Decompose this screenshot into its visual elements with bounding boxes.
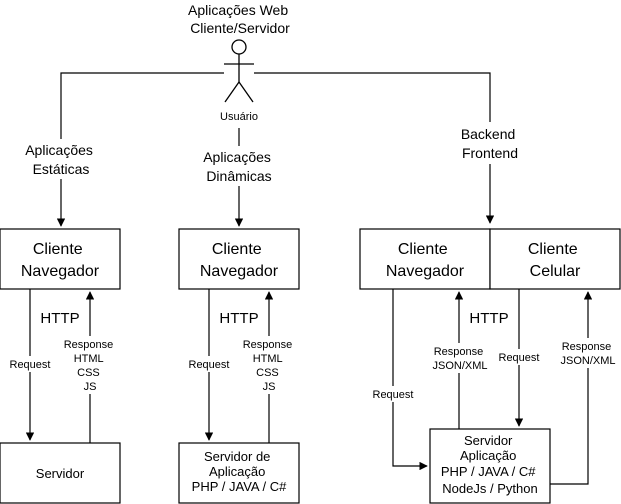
col3-browser-response-label: Response JSON/XML: [432, 346, 487, 372]
col1-client-box: [0, 228, 121, 290]
col3-browser-client-box: [359, 228, 491, 290]
dynamic-apps-label: Aplicações Dinâmicas: [203, 149, 275, 184]
col2-client-label: Cliente Navegador: [200, 241, 279, 280]
backend-frontend-label: Backend Frontend: [461, 126, 519, 161]
col2-response-label: Response HTML CSS JS: [243, 339, 296, 393]
split-label-bg: [455, 122, 525, 164]
col2-server-box: [178, 442, 300, 504]
col3-server-box: [429, 428, 551, 504]
actor-label: Usuário: [220, 111, 258, 123]
col1-request-label: Request: [10, 359, 51, 371]
static-label-bg: [20, 139, 102, 179]
col3-browser-request-label: Request: [373, 389, 414, 401]
col1-server-label: Servidor: [36, 466, 85, 481]
col3-server-label: Servidor Aplicação PHP / JAVA / C# NodeJ…: [441, 433, 539, 496]
col3-mobile-client-label: Cliente Celular: [528, 241, 582, 280]
col1-http-label: HTTP: [40, 310, 79, 327]
static-apps-label: Aplicações Estáticas: [25, 142, 97, 177]
col3-mobile-client-box: [489, 228, 621, 290]
col2-request-label: Request: [189, 359, 230, 371]
col1-response-label: Response HTML CSS JS: [64, 339, 117, 393]
col3-http-label: HTTP: [469, 310, 508, 327]
diagram-title: Aplicações Web Cliente/Servidor: [188, 2, 292, 36]
col3-browser-request-arrow: [392, 289, 428, 471]
col3-mobile-response-label: Response JSON/XML: [560, 341, 615, 367]
col2-http-label: HTTP: [219, 310, 258, 327]
col3-mobile-request-label: Request: [499, 352, 540, 364]
col1-client-label: Cliente Navegador: [21, 241, 100, 280]
col3-mobile-response-arrow: [550, 291, 593, 485]
col2-server-label: Servidor de Aplicação PHP / JAVA / C#: [192, 449, 287, 494]
dynamic-label-bg: [197, 146, 283, 186]
user-actor-icon: [224, 39, 254, 103]
col3-browser-client-label: Cliente Navegador: [386, 241, 465, 280]
col2-client-box: [178, 228, 300, 290]
col1-server-box: [0, 442, 121, 504]
